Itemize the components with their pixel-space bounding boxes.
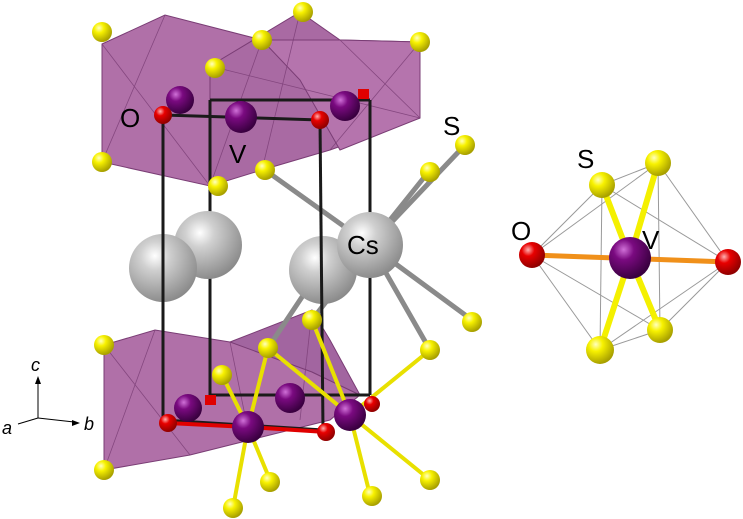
octahedron-face: [228, 309, 362, 397]
label-vanadium-octahedron: V: [642, 225, 660, 255]
sulfur-atom: [94, 460, 114, 480]
sulfur-atom: [260, 472, 280, 492]
vanadium-atom: [609, 237, 651, 279]
oxygen-atoms: [154, 89, 380, 441]
sulfur-atom: [589, 172, 615, 198]
oxygen-atom: [715, 249, 741, 275]
sulfur-atom: [420, 470, 440, 490]
vanadium-atoms: [166, 86, 366, 443]
sulfur-atom: [362, 486, 382, 506]
sulfur-atom: [208, 176, 228, 196]
vanadium-atom: [174, 394, 202, 422]
sulfur-atom: [293, 2, 313, 22]
label-vanadium: V: [229, 139, 247, 169]
sulfur-atom: [410, 32, 430, 52]
axis-indicator: [17, 376, 80, 426]
sulfur-atoms: [92, 2, 482, 518]
sulfur-atom: [647, 317, 673, 343]
vanadium-atom: [334, 399, 366, 431]
label-sulfur: S: [443, 111, 460, 141]
sulfur-atom: [92, 152, 112, 172]
sulfur-atom: [420, 340, 440, 360]
axis-label-c: c: [31, 355, 40, 375]
vanadium-atom: [166, 86, 194, 114]
sulfur-atom: [302, 310, 322, 330]
vanadium-atom: [275, 383, 305, 413]
cesium-atom: [337, 212, 403, 278]
sulfur-atom: [455, 135, 475, 155]
vos4-octahedron: [519, 150, 741, 364]
sulfur-atom: [94, 335, 114, 355]
sulfur-atom: [645, 150, 671, 176]
oxygen-atom: [205, 395, 216, 405]
oxygen-atom: [317, 423, 335, 441]
label-oxygen: O: [120, 103, 140, 133]
sulfur-atom: [212, 365, 232, 385]
oxygen-atom: [311, 111, 329, 129]
sulfur-atom: [255, 160, 275, 180]
cesium-atoms: [129, 211, 403, 304]
oxygen-atom: [358, 89, 369, 99]
oxygen-atom: [159, 414, 177, 432]
sulfur-atom: [586, 336, 614, 364]
vanadium-atom: [330, 91, 360, 121]
axis-label-a: a: [2, 418, 12, 438]
sulfur-atom: [258, 338, 278, 358]
oxygen-atom: [364, 396, 380, 412]
axis-label-b: b: [84, 414, 94, 434]
sulfur-atom: [420, 162, 440, 182]
label-oxygen-octahedron: O: [511, 216, 531, 246]
label-sulfur-octahedron: S: [577, 144, 594, 174]
sulfur-atom: [252, 30, 272, 50]
vanadium-atom: [232, 411, 264, 443]
oxygen-atom: [154, 106, 172, 124]
oxygen-atom: [519, 242, 545, 268]
sulfur-atom: [462, 312, 482, 332]
sulfur-atom: [223, 498, 243, 518]
sulfur-atom: [205, 58, 225, 78]
vanadium-atom: [225, 101, 257, 133]
sulfur-atom: [92, 22, 112, 42]
label-cesium: Cs: [347, 230, 379, 260]
